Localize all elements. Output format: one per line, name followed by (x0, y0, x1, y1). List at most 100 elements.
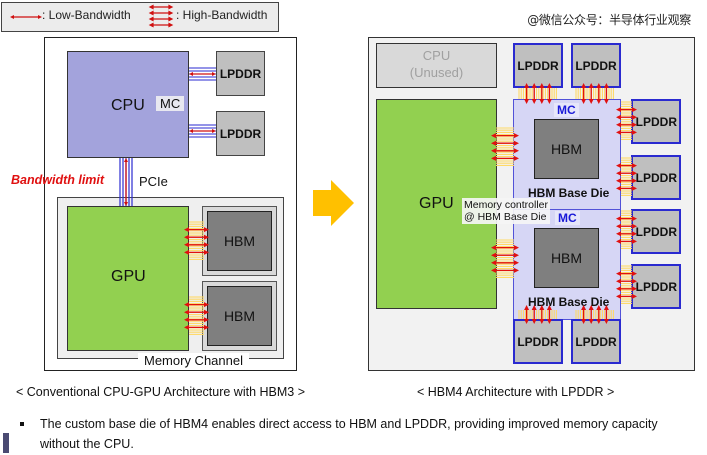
high-bandwidth-arrow-icon (491, 267, 519, 273)
base-die-label: HBM Base Die (528, 295, 610, 309)
high-bandwidth-arrow-icon (616, 231, 637, 237)
bullet-text: The custom base die of HBM4 enables dire… (40, 417, 658, 451)
high-bandwidth-arrow-icon (616, 170, 637, 176)
high-bandwidth-arrow-icon (616, 129, 637, 135)
high-bandwidth-link (184, 221, 209, 260)
high-bandwidth-link (491, 127, 519, 166)
hbm-label: HBM (223, 233, 256, 249)
lpddr-label: LPDDR (517, 334, 559, 349)
right-caption: < HBM4 Architecture with LPDDR > (417, 385, 615, 399)
gpu-label: GPU (419, 195, 454, 212)
high-bandwidth-arrow-icon (539, 305, 545, 324)
high-bandwidth-link (616, 210, 637, 249)
watermark: @微信公众号：半导体行业观察 (527, 13, 691, 27)
lpddr-block: LPDDR (631, 209, 681, 254)
high-bandwidth-arrow-icon (616, 114, 637, 120)
high-bandwidth-arrow-icon (491, 252, 519, 258)
high-bandwidth-arrow-icon (184, 324, 209, 330)
bullet-marker (20, 422, 24, 426)
high-bandwidth-arrow-icon (588, 305, 594, 324)
high-bandwidth-arrow-icon (616, 271, 637, 277)
high-bandwidth-link (616, 265, 637, 304)
high-bandwidth-arrow-icon (184, 234, 209, 240)
high-bandwidth-arrow-icon (581, 83, 587, 104)
mc-label: MC (555, 211, 580, 225)
bandwidth-limit-label: Bandwidth limit (11, 173, 105, 187)
lpddr-block: LPDDR (631, 99, 681, 144)
hbm-label: HBM (550, 141, 583, 157)
lpddr-label: LPDDR (635, 279, 677, 294)
high-bandwidth-arrow-icon (184, 302, 209, 308)
high-bandwidth-link (518, 83, 557, 104)
high-bandwidth-arrow-icon (184, 227, 209, 233)
base-die-label: HBM Base Die (528, 186, 610, 200)
high-bandwidth-arrow-icon (616, 238, 637, 244)
high-bandwidth-arrow-icon (596, 305, 602, 324)
high-bandwidth-link (575, 83, 614, 104)
lpddr-block: LPDDR (216, 111, 265, 156)
high-bandwidth-arrow-icon (616, 185, 637, 191)
left-caption: < Conventional CPU-GPU Architecture with… (16, 385, 306, 399)
mc-label: MC (156, 96, 185, 111)
high-bandwidth-link (616, 157, 637, 196)
lpddr-label: LPDDR (635, 224, 677, 239)
hbm-block: HBM (207, 286, 272, 346)
hbm-block: HBM (534, 119, 599, 179)
memory-controller-note-line: @ HBM Base Die (464, 211, 547, 223)
right-arrow-icon (313, 180, 354, 226)
lpddr-label: LPDDR (219, 66, 262, 81)
memory-controller-note-line: Memory controller (464, 199, 549, 211)
high-bandwidth-arrow-icon (588, 83, 594, 104)
legend-high-bandwidth-label: : High-Bandwidth (176, 8, 268, 22)
high-bandwidth-arrow-icon (491, 133, 519, 139)
hbm-label: HBM (550, 250, 583, 266)
high-bandwidth-link (616, 101, 637, 140)
lpddr-block: LPDDR (571, 43, 621, 88)
high-bandwidth-arrow-icon (616, 216, 637, 222)
lpddr-label: LPDDR (517, 58, 559, 73)
high-bandwidth-link (491, 239, 519, 278)
cpu-label: CPU (111, 97, 145, 114)
high-bandwidth-arrow-icon (616, 163, 637, 169)
legend (1, 2, 279, 32)
lpddr-block: LPDDR (631, 155, 681, 200)
pcie-label: PCIe (139, 174, 168, 189)
high-bandwidth-arrow-icon (616, 293, 637, 299)
high-bandwidth-arrow-icon (491, 148, 519, 154)
lpddr-block: LPDDR (513, 43, 563, 88)
high-bandwidth-arrow-icon (616, 223, 637, 229)
high-bandwidth-arrow-icon (491, 140, 519, 146)
cpu-unused-sublabel: (Unused) (409, 65, 464, 80)
lpddr-label: LPDDR (575, 334, 617, 349)
high-bandwidth-arrow-icon (616, 178, 637, 184)
mc-label: MC (554, 103, 579, 117)
high-bandwidth-arrow-icon (616, 278, 637, 284)
high-bandwidth-arrow-icon (546, 305, 552, 324)
high-bandwidth-link (184, 296, 209, 335)
cpu-unused-label: CPU (422, 48, 451, 63)
high-bandwidth-arrow-icon (616, 122, 637, 128)
hbm-block: HBM (534, 228, 599, 288)
hbm-block: HBM (207, 211, 272, 271)
high-bandwidth-arrow-icon (491, 245, 519, 251)
high-bandwidth-arrow-icon (184, 317, 209, 323)
memory-channel-label: Memory Channel (138, 353, 249, 368)
high-bandwidth-link (518, 305, 557, 324)
cpu-unused-block: CPU (Unused) (376, 43, 497, 88)
low-bandwidth-arrow-icon (189, 72, 216, 76)
high-bandwidth-arrow-icon (184, 309, 209, 315)
low-bandwidth-arrow-icon (124, 158, 128, 206)
high-bandwidth-arrow-icon (491, 260, 519, 266)
legend-low-bandwidth-label: : Low-Bandwidth (42, 8, 131, 22)
high-bandwidth-arrow-icon (184, 249, 209, 255)
high-bandwidth-arrow-icon (603, 305, 609, 324)
lpddr-block: LPDDR (216, 51, 265, 96)
gpu-label: GPU (111, 268, 146, 285)
lpddr-label: LPDDR (219, 126, 262, 141)
high-bandwidth-arrow-icon (603, 83, 609, 104)
memory-controller-note: Memory controller @ HBM Base Die (462, 198, 551, 224)
